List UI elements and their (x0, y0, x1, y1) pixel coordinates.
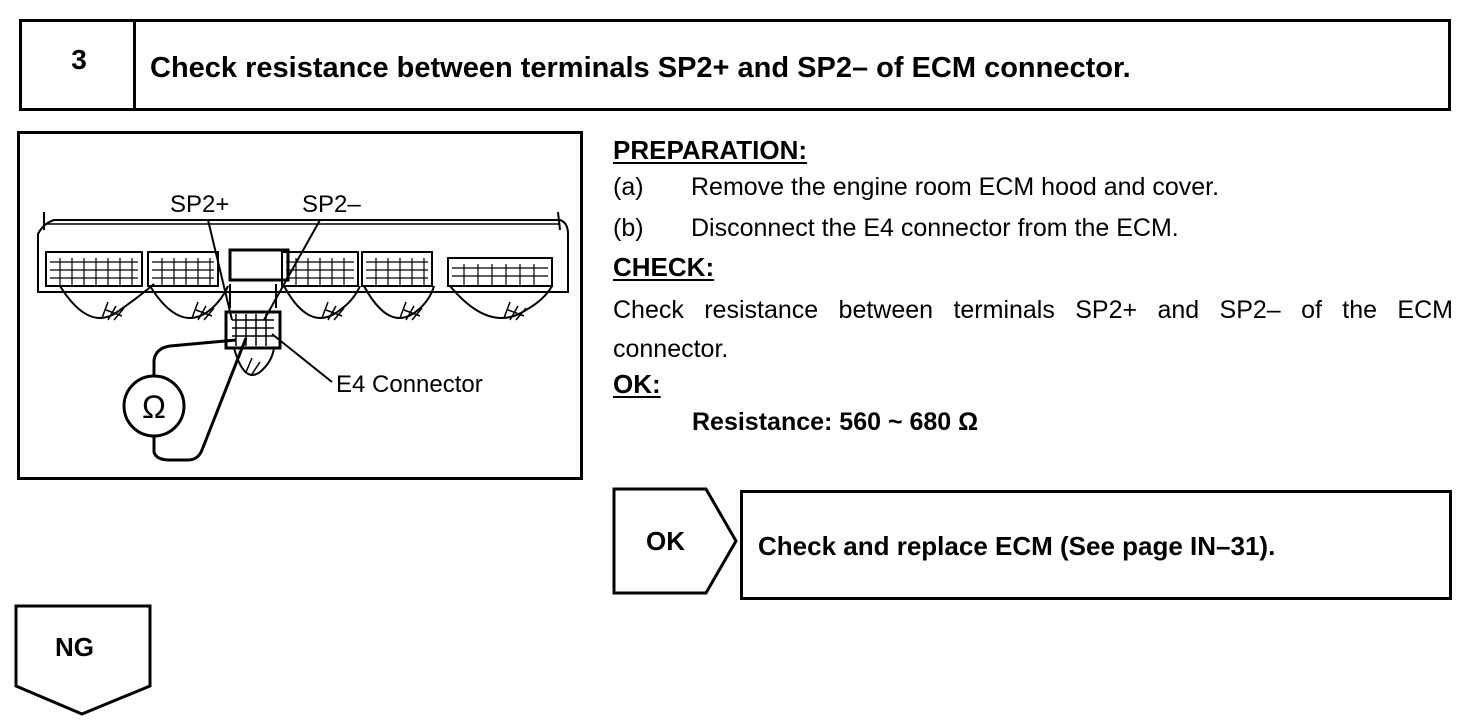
probe-lead-minus (152, 337, 248, 462)
preparation-heading: PREPARATION: (613, 135, 808, 165)
ok-arrow-box (612, 487, 738, 595)
ecm-outline (37, 219, 569, 293)
ecm-connector-1 (45, 251, 143, 287)
sp2-plus-leader (207, 219, 233, 321)
label-e4-connector: E4 Connector (336, 371, 483, 398)
e4-connector (224, 310, 282, 350)
ng-label: NG (55, 632, 94, 662)
resistance-spec: Resistance: 560 ~ 680 Ω (692, 408, 979, 436)
probe-lead-plus (152, 338, 237, 376)
ok-heading: OK: (613, 369, 661, 399)
check-heading: CHECK: (613, 252, 715, 282)
step-title: Check resistance between terminals SP2+ … (150, 52, 1131, 84)
sp2-minus-leader (263, 219, 321, 321)
check-text: Check resistance between terminals SP2+ … (613, 296, 1453, 363)
ok-label: OK (646, 526, 685, 556)
ecm-center-slot (228, 248, 290, 282)
label-sp2-plus: SP2+ (170, 191, 229, 218)
item-text: Disconnect the E4 connector from the ECM… (691, 214, 1179, 242)
ng-arrow-box (14, 604, 152, 716)
preparation-item-b: (b) Disconnect the E4 connector from the … (613, 214, 1179, 243)
item-text: Remove the engine room ECM hood and cove… (691, 173, 1220, 201)
item-marker: (b) (613, 214, 644, 242)
connector-diagram: SP2+ SP2– E4 Connector Ω (37, 191, 569, 462)
ecm-connector-5 (447, 257, 553, 287)
label-sp2-minus: SP2– (302, 191, 361, 218)
item-marker: (a) (613, 173, 644, 201)
ohm-symbol: Ω (142, 389, 166, 425)
step-header: 3 Check resistance between terminals SP2… (19, 19, 1451, 111)
e4-leader (271, 333, 333, 383)
step-number-cell: 3 (22, 22, 136, 108)
ok-result-text: Check and replace ECM (See page IN–31). (758, 531, 1276, 561)
ecm-connector-2 (147, 251, 219, 287)
ok-result-box: Check and replace ECM (See page IN–31). (740, 490, 1452, 600)
ecm-connector-4 (361, 251, 433, 287)
ecm-connector-illustration: SP2+ SP2– E4 Connector Ω (17, 131, 583, 480)
step-number: 3 (71, 44, 87, 75)
preparation-item-a: (a) Remove the engine room ECM hood and c… (613, 173, 1219, 202)
